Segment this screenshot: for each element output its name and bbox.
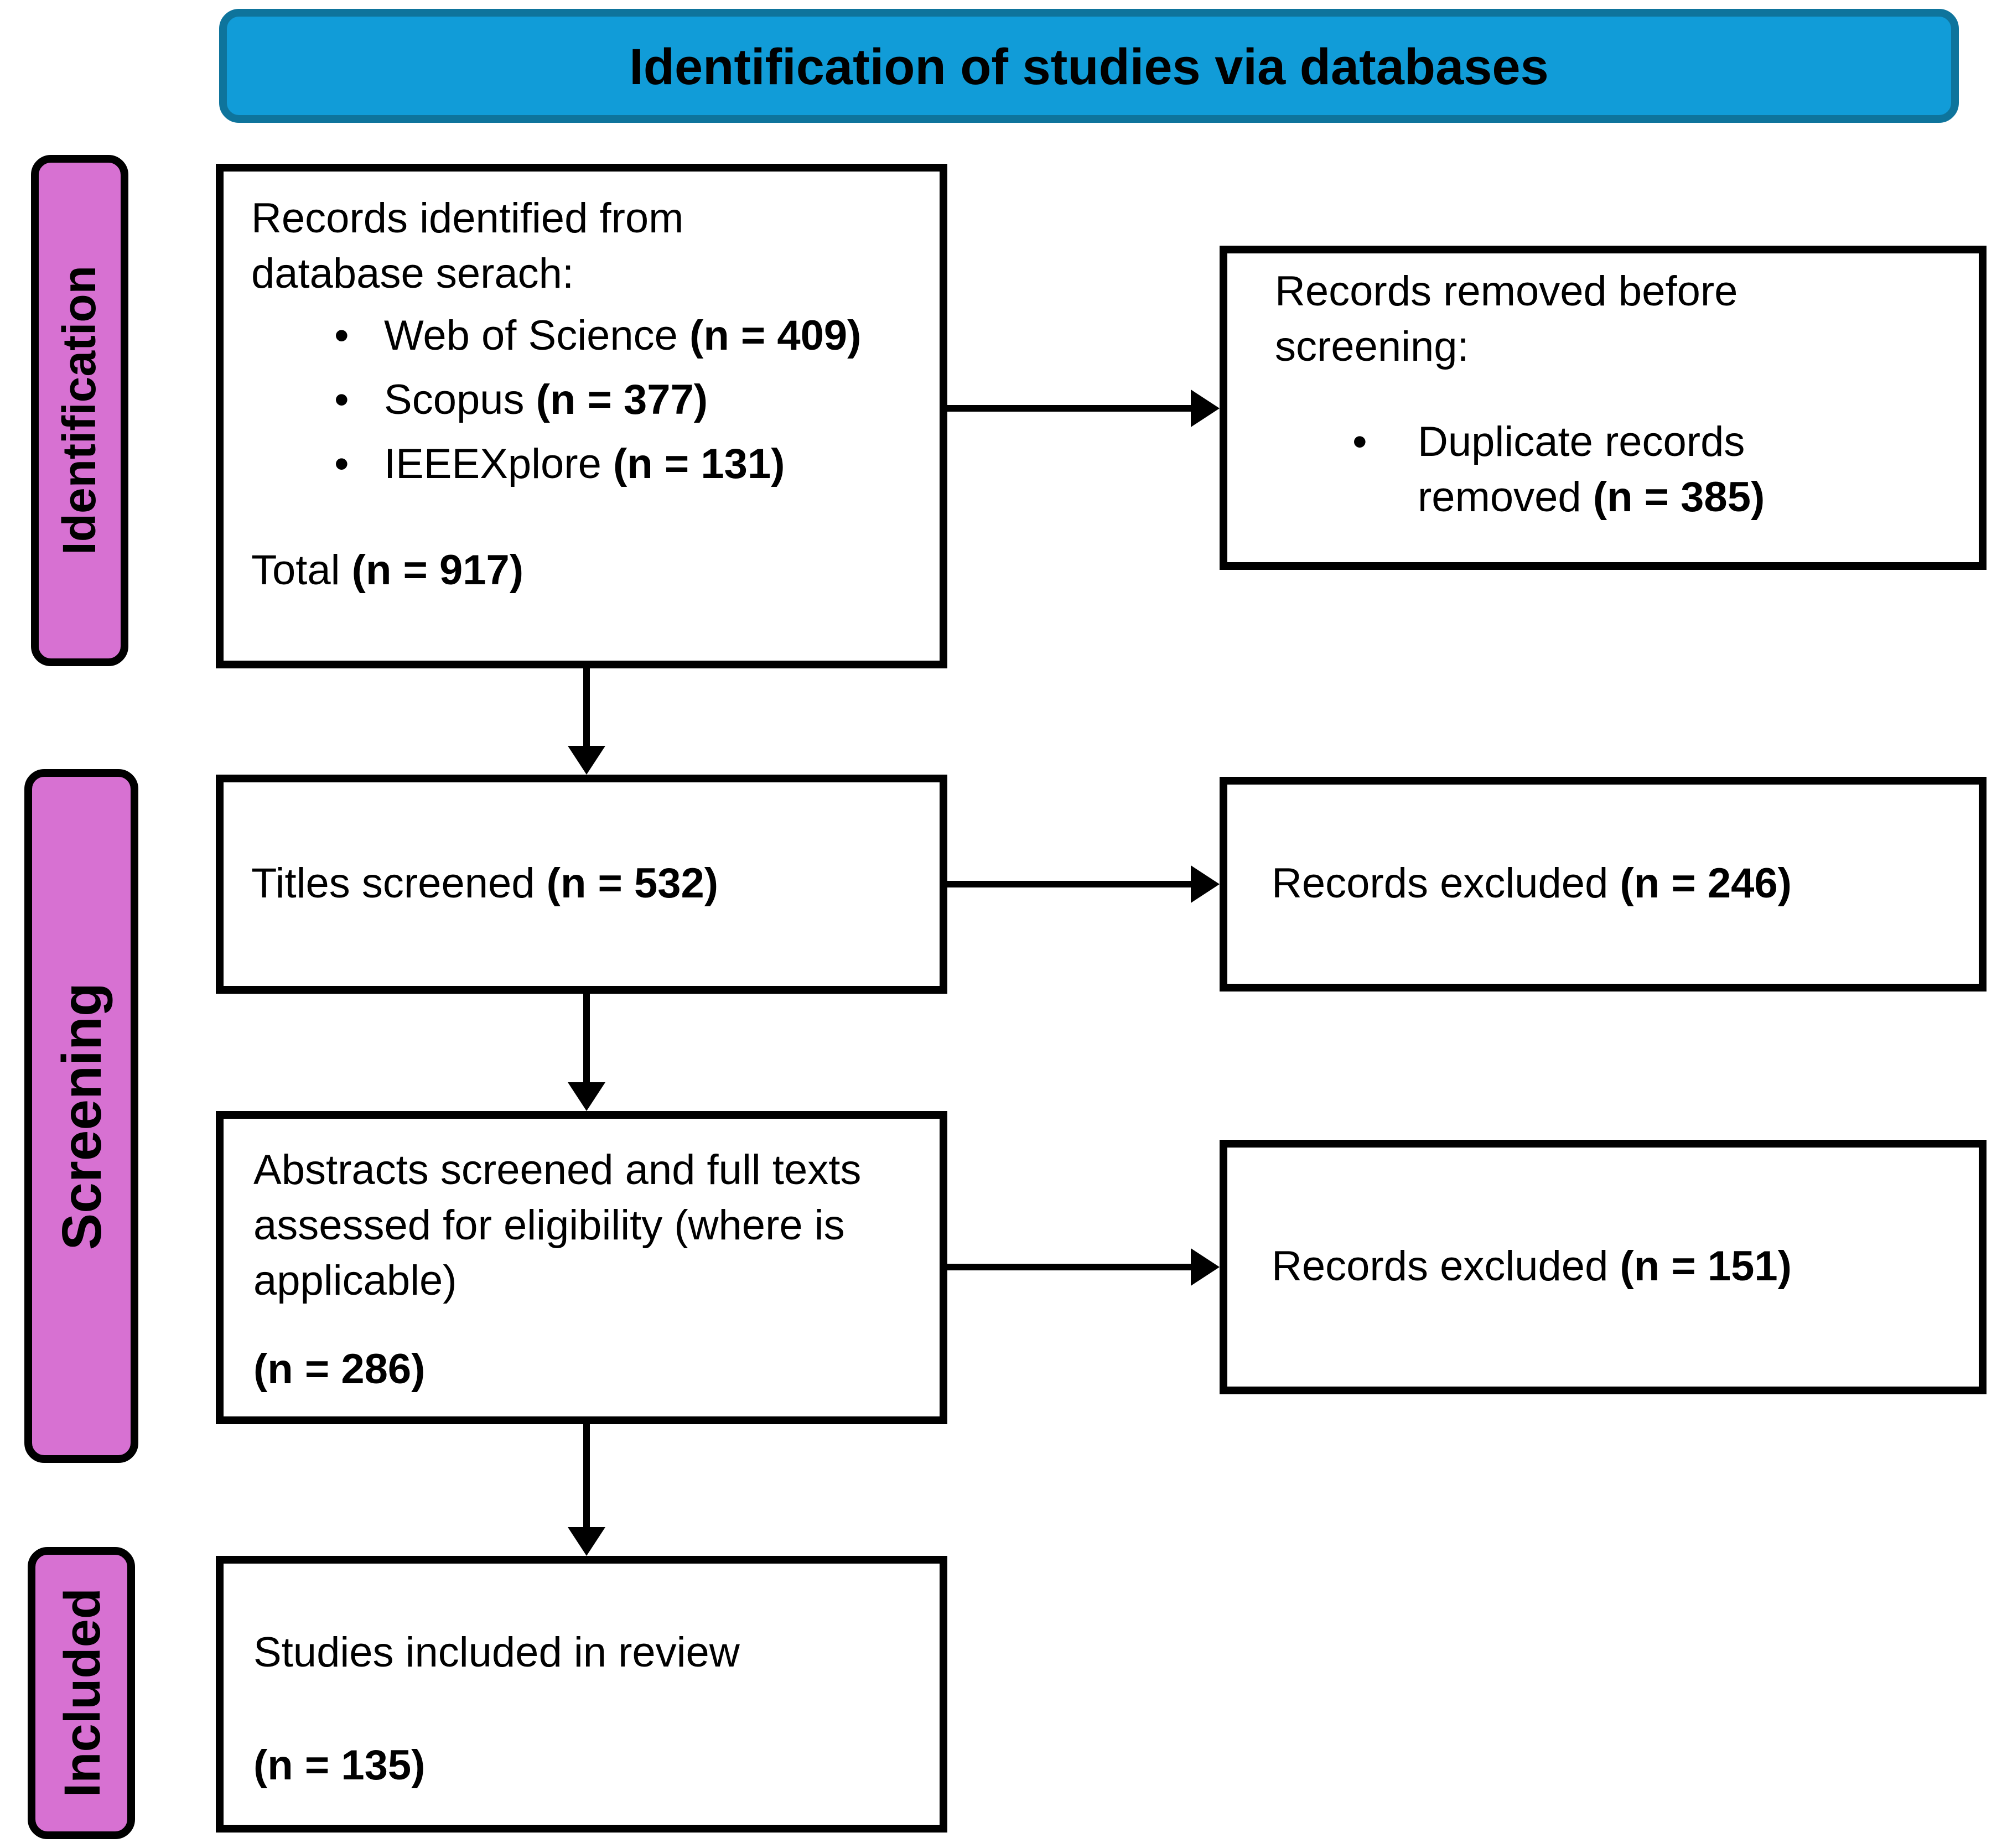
header-banner: Identification of studies via databases: [219, 9, 1959, 123]
abstracts-line1: Abstracts screened and full texts: [253, 1148, 862, 1194]
arrow-head: [568, 1527, 605, 1556]
records-removed-line2: screening:: [1275, 324, 1469, 371]
records-excluded-titles-text: Records excluded (n = 246): [1272, 861, 1792, 907]
stage-label-screening-text: Screening: [50, 982, 112, 1250]
records-excluded-abstracts-text: Records excluded (n = 151): [1272, 1244, 1792, 1290]
box-studies-included: Studies included in review (n = 135): [216, 1556, 947, 1833]
stage-label-screening: Screening: [24, 769, 138, 1463]
abstracts-line3: applicable): [253, 1258, 457, 1305]
stage-label-included: Included: [28, 1547, 135, 1839]
box-records-excluded-abstracts: Records excluded (n = 151): [1220, 1140, 1987, 1394]
box-records-identified: Records identified from database serach:…: [216, 164, 947, 668]
source-list: • Web of Science (n = 409) • Scopus (n =…: [251, 309, 929, 492]
studies-included-text: Studies included in review: [253, 1630, 740, 1676]
arrow-shaft: [947, 405, 1195, 412]
bullet-icon: •: [334, 377, 349, 424]
list-item: • Duplicate records removed (n = 385): [1275, 415, 1962, 526]
bullet-icon: •: [334, 442, 349, 488]
source-scopus: Scopus (n = 377): [384, 377, 708, 424]
box-abstracts-screened: Abstracts screened and full texts assess…: [216, 1111, 947, 1424]
arrow-head: [568, 1082, 605, 1111]
list-item: • IEEEXplore (n = 131): [251, 437, 929, 492]
arrow-head: [1191, 1248, 1220, 1286]
titles-screened-text: Titles screened (n = 532): [251, 861, 719, 907]
header-title: Identification of studies via databases: [629, 37, 1549, 95]
list-item: • Scopus (n = 377): [251, 373, 929, 428]
box-records-excluded-titles: Records excluded (n = 246): [1220, 777, 1987, 992]
abstracts-count: (n = 286): [253, 1347, 426, 1393]
total-count: Total (n = 917): [251, 548, 524, 594]
bullet-icon: •: [1352, 419, 1367, 466]
stage-label-identification-text: Identification: [53, 266, 105, 556]
records-removed-line1: Records removed before: [1275, 269, 1738, 315]
abstracts-line2: assessed for eligibility (where is: [253, 1203, 845, 1249]
studies-included-count: (n = 135): [253, 1743, 426, 1789]
arrow-shaft: [583, 668, 590, 750]
source-ieeexplore: IEEEXplore (n = 131): [384, 442, 785, 488]
stage-label-identification: Identification: [31, 155, 128, 666]
arrow-head: [568, 746, 605, 775]
stage-label-included-text: Included: [53, 1588, 110, 1798]
arrow-shaft: [947, 881, 1195, 887]
arrow-head: [1191, 390, 1220, 427]
source-web-of-science: Web of Science (n = 409): [384, 313, 862, 360]
arrow-shaft: [947, 1264, 1195, 1270]
arrow-shaft: [583, 994, 590, 1084]
records-identified-line1: Records identified from: [251, 196, 684, 242]
records-identified-line2: database serach:: [251, 251, 574, 298]
duplicates-removed: Duplicate records removed (n = 385): [1418, 419, 1765, 521]
bullet-icon: •: [334, 313, 349, 360]
box-records-removed: Records removed before screening: • Dupl…: [1220, 246, 1987, 570]
arrow-head: [1191, 865, 1220, 903]
list-item: • Web of Science (n = 409): [251, 309, 929, 364]
arrow-shaft: [583, 1424, 590, 1529]
box-titles-screened: Titles screened (n = 532): [216, 775, 947, 994]
